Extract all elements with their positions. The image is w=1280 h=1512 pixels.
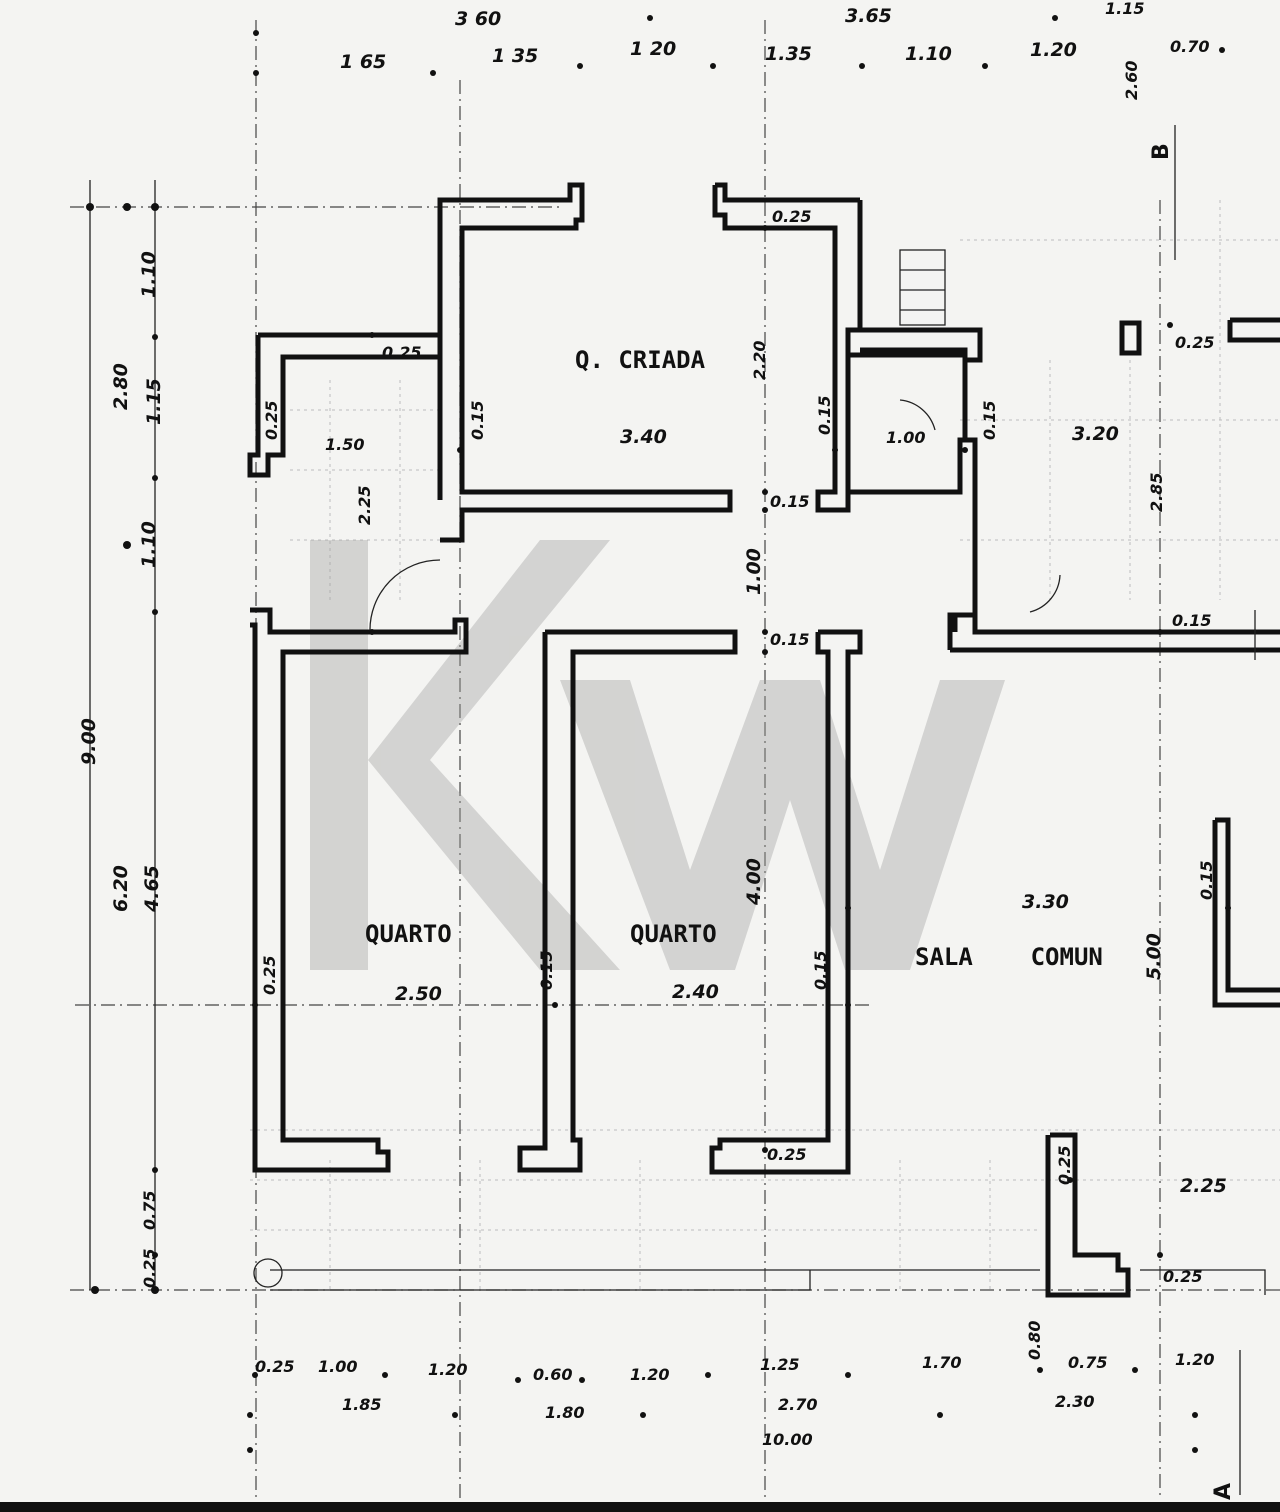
top-dimensions: 3 60 3.65 1.15 1 65 1 35 1 20 1.35 1.10 … [340,0,1209,100]
section-marker-b: B [1149,143,1174,160]
dim-bot-1-25: 1.25 [760,1355,799,1374]
dim-top-3-60: 3 60 [455,8,501,30]
dim-int-11: 3.20 [1072,423,1119,445]
dim-int-6: 3.40 [620,426,667,448]
dimension-ticks [86,15,1231,1453]
dim-top-3-65: 3.65 [845,5,892,27]
dim-bot-2-30: 2.30 [1055,1392,1094,1411]
dim-int-2: 0.25 [262,401,281,440]
dim-int-24: 3.30 [1022,891,1069,913]
dim-top-1-10: 1.10 [905,43,952,65]
dim-int-23: 0.15 [811,951,830,990]
dim-bot-0-75: 0.75 [1068,1353,1107,1372]
axis-lines [70,20,1280,1500]
dim-int-20: 2.50 [395,983,442,1005]
dim-int-13: 0.25 [1175,333,1214,352]
room-label-quarto-2: QUARTO [630,920,717,948]
bottom-dimensions: 0.25 1.00 1.20 0.60 1.20 1.25 1.70 0.80 … [255,1321,1214,1449]
dim-int-1: 0.25 [382,343,421,362]
dim-left-1-10b: 1.10 [138,521,160,568]
dim-int-12: 2.85 [1147,473,1166,512]
room-label-q-criada: Q. CRIADA [575,346,706,374]
dim-left-9-00: 9.00 [78,718,100,765]
room-label-sala-comum: SALA COMUN [915,943,1103,971]
left-dimensions: 1.10 2.80 1.15 1.10 9.00 6.20 4.65 0.75 … [78,251,165,1288]
dim-int-15: 1.00 [743,548,765,595]
dim-int-7: 2.20 [750,341,769,380]
kw-watermark [310,540,1005,970]
dim-bot-0-80: 0.80 [1025,1321,1044,1360]
walls [247,125,1280,1495]
dim-int-25: 5.00 [1143,933,1165,980]
dim-int-5: 2.25 [355,486,374,525]
dim-int-3: 0.15 [468,401,487,440]
dim-top-1-65: 1 65 [340,51,386,73]
dim-bot-0-25: 0.25 [255,1357,294,1376]
dim-int-10: 0.15 [980,401,999,440]
room-label-quarto-1: QUARTO [365,920,452,948]
dim-top-1-15: 1.15 [1105,0,1144,18]
dim-int-26: 0.15 [1197,861,1216,900]
dim-int-14: 0.15 [770,492,809,511]
construction-grid [250,200,1280,1290]
dim-bot-1-20b: 1.20 [630,1365,669,1384]
dim-int-16: 0.15 [770,630,809,649]
room-labels: Q. CRIADA QUARTO QUARTO SALA COMUN [365,346,1103,971]
dim-int-17: 0.15 [1172,611,1211,630]
dim-top-1-20a: 1 20 [630,38,676,60]
dim-left-0-25: 0.25 [140,1249,159,1288]
dim-top-1-35a: 1 35 [492,45,538,67]
dim-int-22: 2.40 [672,981,719,1003]
dim-top-1-20b: 1.20 [1030,39,1077,61]
scan-bottom-edge [0,1502,1280,1512]
dim-bot-1-80: 1.80 [545,1403,584,1422]
dim-int-29: 2.25 [1180,1175,1227,1197]
dim-left-1-10a: 1.10 [138,251,160,298]
dim-left-4-65: 4.65 [141,865,163,913]
dim-top-2-60: 2.60 [1122,61,1141,100]
dim-left-6-20: 6.20 [110,865,132,912]
dim-int-28: 0.25 [1055,1146,1074,1185]
dim-left-2-80: 2.80 [110,363,132,410]
dim-int-4: 1.50 [325,435,364,454]
dim-bot-0-60: 0.60 [533,1365,572,1384]
dim-bot-1-20c: 1.20 [1175,1350,1214,1369]
dim-left-0-75: 0.75 [140,1191,159,1230]
dim-int-18: 4.00 [743,858,765,906]
dim-int-21: 0.15 [537,951,556,990]
dim-int-27: 0.25 [767,1145,806,1164]
dim-int-0: 0.25 [772,207,811,226]
dim-int-9: 1.00 [886,428,925,447]
section-markers: B A [1149,143,1236,1500]
section-marker-a: A [1211,1483,1236,1500]
stair-hatching [899,249,946,326]
dim-left-1-15: 1.15 [143,378,165,425]
dim-int-19: 0.25 [260,956,279,995]
dim-bot-10-00: 10.00 [762,1430,813,1449]
dim-int-8: 0.15 [815,396,834,435]
dim-bot-1-85: 1.85 [342,1395,381,1414]
dim-bot-2-70: 2.70 [778,1395,817,1414]
interior-dimensions: 0.25 0.25 0.25 0.15 1.50 2.25 3.40 2.20 … [260,207,1227,1286]
dim-top-0-70: 0.70 [1170,37,1209,56]
dim-int-30: 0.25 [1163,1267,1202,1286]
dim-top-1-35b: 1.35 [765,43,812,65]
dim-bot-1-00: 1.00 [318,1357,357,1376]
dim-bot-1-70: 1.70 [922,1353,961,1372]
dim-bot-1-20a: 1.20 [428,1360,467,1379]
